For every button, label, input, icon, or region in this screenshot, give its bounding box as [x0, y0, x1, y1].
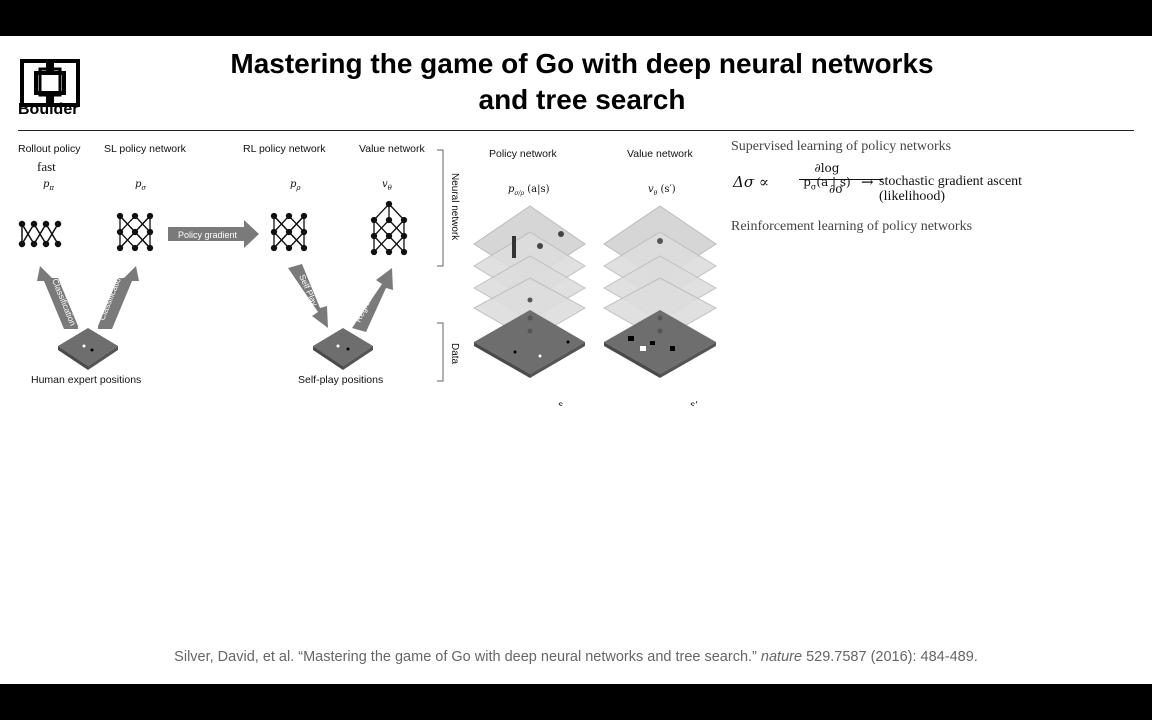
svg-text:Self Play: Self Play: [297, 273, 320, 308]
label-data: Data: [449, 343, 460, 365]
citation: Silver, David, et al. “Mastering the gam…: [0, 649, 1152, 665]
header-rule: [18, 130, 1134, 131]
symbol-v-theta-right: vθ (s′): [648, 184, 676, 197]
network-stacks-diagram: s s′: [472, 205, 718, 406]
label-self-play-positions: Self-play positions: [298, 374, 383, 386]
citation-details: 529.7587 (2016): 484-489.: [806, 649, 978, 665]
symbol-p-sigma-rho: pσ/ρ (a|s): [508, 184, 550, 197]
equation-lhs: Δσ ∝: [733, 173, 769, 191]
value-network-stack: [602, 205, 718, 378]
training-pipeline-diagram: Policy gradient Classification: [18, 149, 460, 386]
label-value-network-right: Value network: [627, 148, 693, 160]
policy-gradient-arrow: [168, 220, 259, 248]
reinforcement-learning-heading: Reinforcement learning of policy network…: [731, 219, 973, 234]
rollout-network-icon: [18, 220, 62, 248]
data-bracket: [437, 322, 444, 382]
self-play-board: [313, 328, 373, 370]
symbol-p-pi: pπ: [43, 179, 55, 192]
value-network-icon: [370, 200, 408, 256]
supervised-learning-heading: Supervised learning of policy networks: [731, 139, 952, 154]
classification-arrow-right: Classification: [97, 266, 139, 329]
equation-denominator: ∂σ: [829, 182, 844, 196]
human-expert-board: [58, 328, 118, 370]
title-line-2: and tree search: [478, 84, 686, 115]
sl-policy-network-icon: [116, 212, 154, 252]
equation-fraction-bar: [799, 179, 883, 180]
regression-arrow: Regression: [352, 268, 393, 332]
logo-text: Boulder: [18, 101, 79, 118]
slide: Boulder Mastering the game of Go with de…: [0, 36, 1152, 684]
label-sl-policy-network: SL policy network: [104, 143, 186, 155]
equation-rhs-line2: (likelihood): [879, 189, 946, 204]
equation-numerator: ∂log pσ(a | s): [803, 161, 851, 192]
symbol-p-sigma: pσ: [135, 179, 147, 192]
equation-rhs-line1: stochastic gradient ascent: [879, 174, 1023, 189]
self-play-arrow: Self Play: [288, 264, 328, 328]
title-line-1: Mastering the game of Go with deep neura…: [230, 48, 934, 79]
neural-network-bracket: [437, 149, 444, 267]
equation-arrow: →: [861, 173, 874, 191]
symbol-v-theta: vθ: [382, 179, 392, 192]
rl-policy-network-icon: [270, 212, 308, 252]
symbol-p-rho: pρ: [290, 179, 301, 192]
board-label-s-prime: s′: [690, 400, 698, 406]
label-human-expert-positions: Human expert positions: [31, 374, 141, 386]
policy-gradient-text: Policy gradient: [178, 230, 238, 240]
classification-arrow-left: Classification: [37, 266, 78, 329]
board-label-s: s: [558, 400, 563, 406]
label-policy-network: Policy network: [489, 148, 557, 160]
citation-journal: nature: [760, 649, 803, 665]
cu-logo-icon: [20, 59, 80, 107]
label-rl-policy-network: RL policy network: [243, 143, 326, 155]
citation-text: Silver, David, et al. “Mastering the gam…: [174, 649, 757, 665]
slide-title: Mastering the game of Go with deep neura…: [150, 46, 1014, 118]
supervised-update-equation: Δσ ∝ ∂log pσ(a | s) ∂σ → stochastic grad…: [733, 161, 1133, 211]
policy-network-stack: [472, 205, 587, 378]
annotation-fast: fast: [37, 159, 56, 174]
label-value-network: Value network: [359, 143, 425, 155]
label-rollout-policy: Rollout policy: [18, 143, 81, 155]
label-neural-network: Neural network: [449, 173, 460, 241]
